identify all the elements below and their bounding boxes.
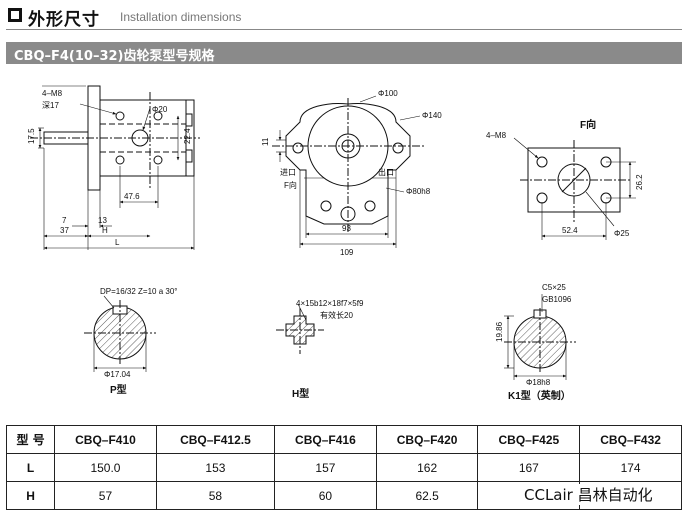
side-dim-7: 7 [62,216,67,225]
front-dim-11: 11 [261,137,270,146]
table-row: L 150.0 153 157 162 167 174 [5,453,682,482]
f-view [513,137,636,240]
side-dim-47-6: 47.6 [124,192,140,201]
installation-drawing: 4–M8 深17 Φ20 17.5 22.4 47.6 7 13 37 H L [27,85,644,402]
p-type-section [84,295,156,372]
h-type-section [276,303,324,354]
table-head-model: CBQ–F412.5 [155,425,276,454]
h-type-label: H型 [292,387,309,400]
side-dim-17-5: 17.5 [27,128,36,144]
banner-text: CBQ–F4(10–32)齿轮泵型号规格 [14,49,215,64]
row-label-h: H [5,481,56,510]
f-view-thread-label: 4–M8 [486,131,507,140]
k1-type-section [504,294,576,380]
f-view-phi25-label: Φ25 [614,229,630,238]
front-phi80-label: Φ80h8 [406,187,431,196]
side-dim-l: L [115,238,120,247]
header-title-en: Installation dimensions [120,10,242,24]
front-flange-outline [285,103,411,225]
f-view-dim-52-4: 52.4 [562,226,578,235]
side-phi20-label: Φ20 [152,105,168,114]
side-dim-22-4: 22.4 [183,128,192,144]
k1-type-key: C5×25 [542,283,566,292]
k1-type-label: K1型（英制） [508,389,571,402]
side-dim-h: H [102,226,108,235]
table-head-model: CBQ–F416 [274,425,377,454]
square-icon [8,8,22,22]
front-outlet-label: 出口 [378,167,394,177]
header-title-cn: 外形尺寸 [28,10,100,30]
side-depth-label: 深17 [42,101,59,110]
front-inlet-label: 进口 [280,168,296,177]
header-divider [6,29,682,30]
table-cell: 174 [579,453,682,482]
side-dim-13: 13 [98,216,107,225]
section-header: 外形尺寸 Installation dimensions [6,4,682,30]
table-cell: 62.5 [375,481,479,510]
p-type-label: P型 [110,383,127,396]
h-type-spec: 4×15b12×18f7×5f9 [296,299,364,308]
front-phi100-label: Φ100 [378,89,398,98]
k1-type-dim-19-86: 19.86 [495,321,504,342]
model-banner: CBQ–F4(10–32)齿轮泵型号规格 [6,42,682,64]
table-header-row: 型 号 CBQ–F410 CBQ–F412.5 CBQ–F416 CBQ–F42… [5,425,682,454]
k1-type-std: GB1096 [542,295,572,304]
table-cell: 58 [155,481,276,510]
front-dim-93: 93 [342,224,351,233]
table-head-model: CBQ–F432 [579,425,682,454]
side-view [30,85,200,250]
row-label-l: L [5,453,56,482]
front-view [272,95,424,248]
h-type-note: 有效长20 [320,310,353,320]
side-thread-label: 4–M8 [42,89,63,98]
table-cell: 162 [375,453,479,482]
front-phi140-label: Φ140 [422,111,442,120]
k1-type-phi: Φ18h8 [526,378,551,387]
front-dim-109: 109 [340,248,354,257]
side-dim-37: 37 [60,226,69,235]
front-f-dir-label: F向 [284,180,297,190]
table-cell: 150.0 [54,453,157,482]
p-type-phi: Φ17.04 [104,370,131,379]
f-view-title: F向 [580,118,596,131]
table-head-label: 型 号 [5,425,56,454]
table-head-model: CBQ–F420 [375,425,479,454]
table-cell: 60 [274,481,377,510]
table-head-model: CBQ–F425 [477,425,581,454]
table-cell: 57 [54,481,157,510]
table-cell: 153 [155,453,276,482]
table-cell: 167 [477,453,581,482]
table-cell: 157 [274,453,377,482]
brand-watermark: CCLair 昌林自动化 [522,484,655,505]
f-view-dim-26-2: 26.2 [635,174,644,190]
table-head-model: CBQ–F410 [54,425,157,454]
p-type-spec: DP=16/32 Z=10 a 30° [100,287,177,296]
